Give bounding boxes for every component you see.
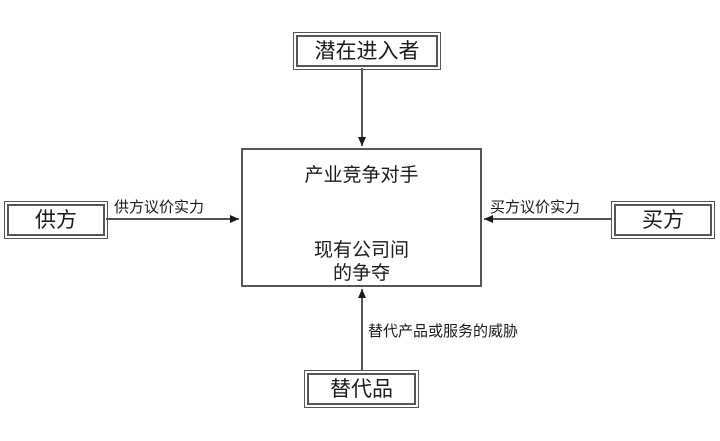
substitutes-label: 替代品 — [330, 376, 393, 401]
buyer-power-label: 买方议价实力 — [490, 198, 581, 216]
supplier-power-label: 供方议价实力 — [114, 198, 205, 216]
industry-competitors-box: 产业竞争对手 现有公司间 的争夺 — [241, 148, 482, 287]
buyers-box: 买方 — [611, 201, 715, 239]
substitute-threat-label: 替代产品或服务的威胁 — [368, 322, 519, 340]
new-entrants-box: 潜在进入者 — [293, 32, 441, 70]
buyers-label: 买方 — [642, 207, 684, 232]
substitutes-box: 替代品 — [304, 370, 419, 408]
center-line-2: 的争夺 — [332, 262, 390, 284]
center-title: 产业竞争对手 — [304, 164, 419, 186]
center-line-1: 现有公司间 — [313, 239, 409, 261]
new-entrants-label: 潜在进入者 — [314, 38, 420, 63]
suppliers-label: 供方 — [35, 207, 77, 232]
suppliers-box: 供方 — [4, 201, 108, 239]
